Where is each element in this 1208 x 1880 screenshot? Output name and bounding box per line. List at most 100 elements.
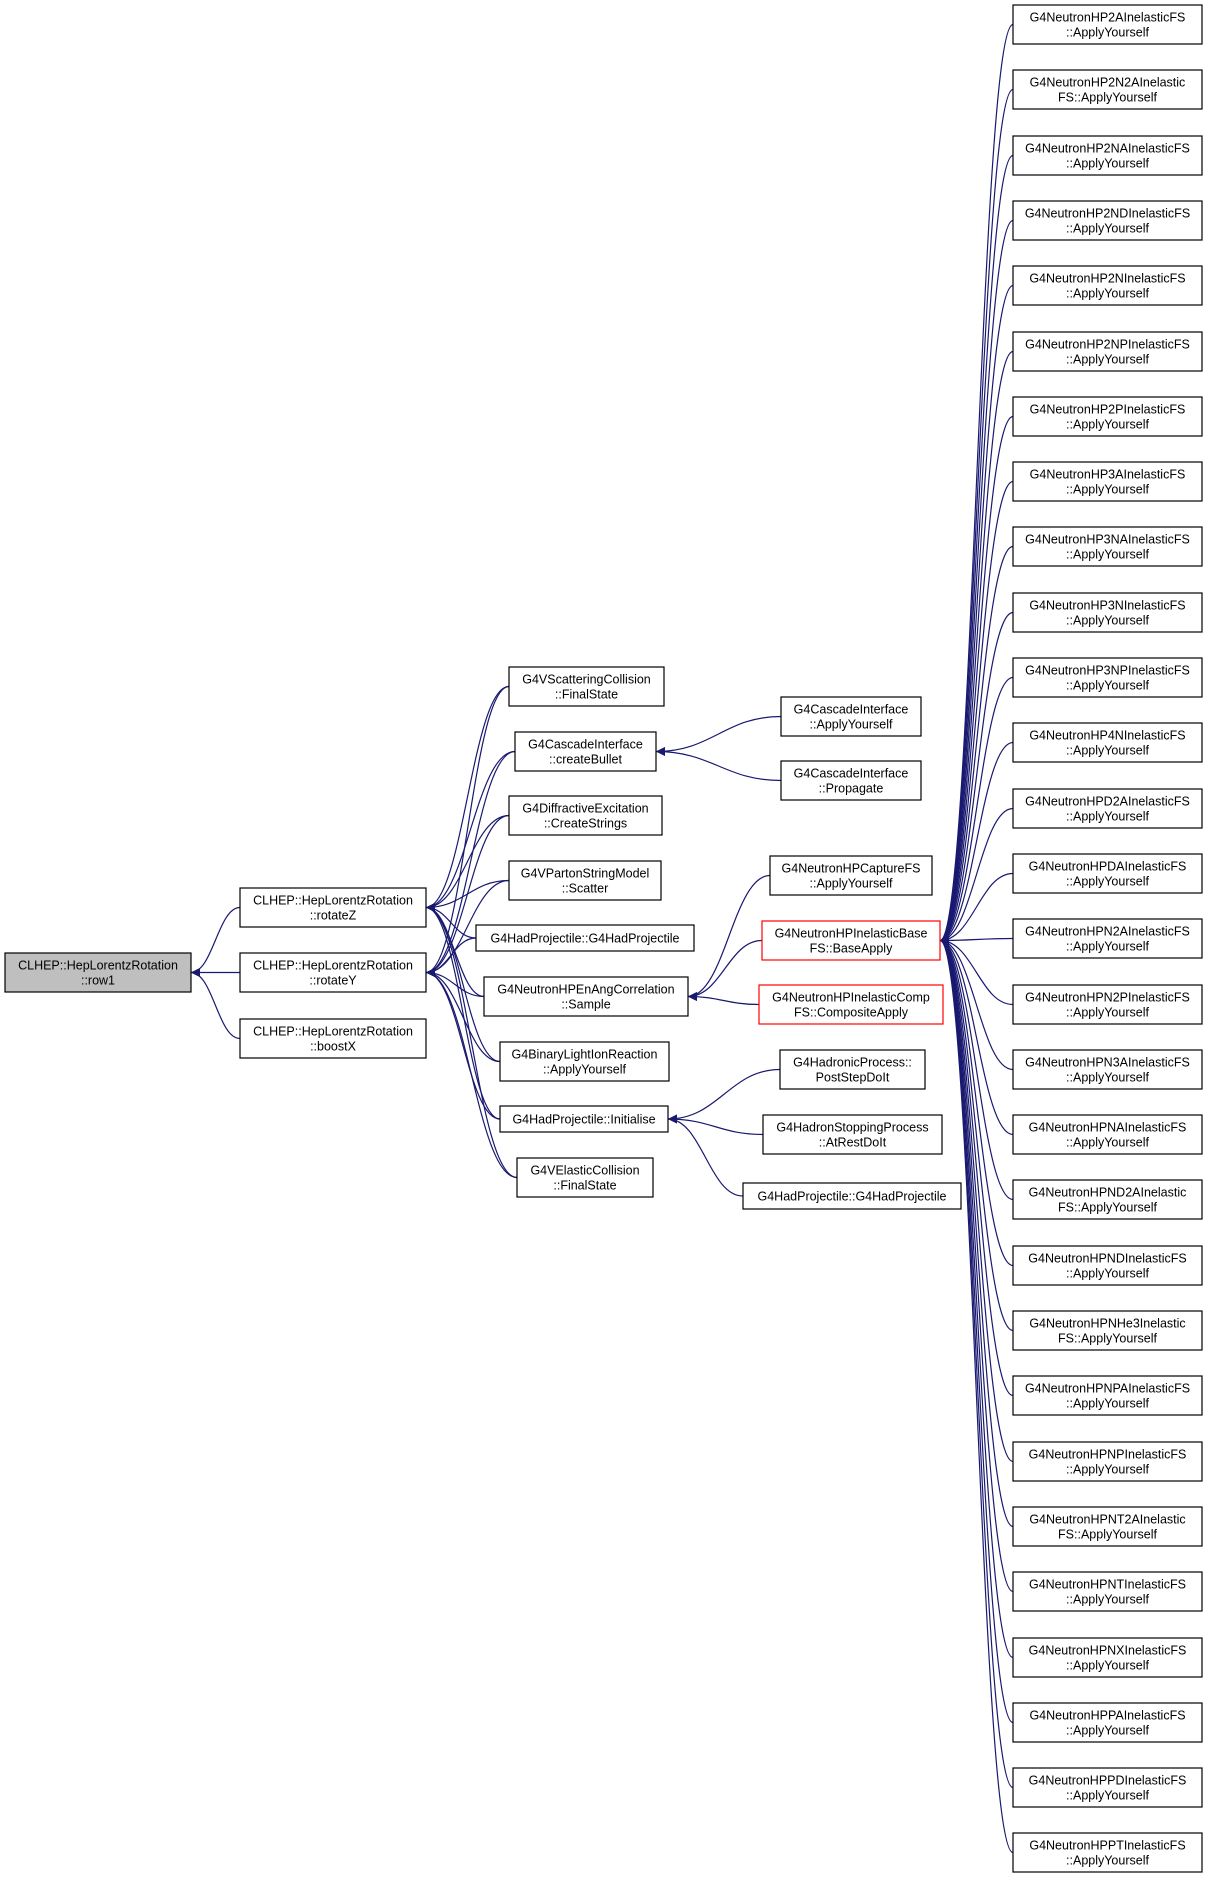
node-clhep-heplorentzrotation-row1[interactable]: CLHEP::HepLorentzRotation::row1 [4, 952, 192, 993]
node-g4neutronhppdinelasticfs-applyyourself[interactable]: G4NeutronHPPDInelasticFS::ApplyYourself [1012, 1767, 1203, 1808]
node-label-line: ::Sample [561, 998, 610, 1012]
node-g4cascadeinterface-propagate[interactable]: G4CascadeInterface::Propagate [780, 760, 922, 801]
edge-r28-to-baseApply [939, 936, 1014, 1854]
node-g4neutronhpn3ainelasticfs-applyyourself[interactable]: G4NeutronHPN3AInelasticFS::ApplyYourself [1012, 1049, 1203, 1090]
node-label-line: ::ApplyYourself [1066, 614, 1149, 628]
node-clhep-heplorentzrotation-rotatey[interactable]: CLHEP::HepLorentzRotation::rotateY [239, 952, 427, 993]
node-g4neutronhp2ndinelasticfs-applyyourself[interactable]: G4NeutronHP2NDInelasticFS::ApplyYourself [1012, 200, 1203, 241]
node-label-line: ::ApplyYourself [1066, 679, 1149, 693]
edge-rotateZ-to-row1 [190, 906, 241, 977]
node-label-line: G4NeutronHPPTInelasticFS [1029, 1839, 1185, 1853]
node-g4neutronhpndinelasticfs-applyyourself[interactable]: G4NeutronHPNDInelasticFS::ApplyYourself [1012, 1245, 1203, 1286]
edge-r24-to-baseApply [939, 936, 1014, 1593]
node-g4binarylightionreaction-applyyourself[interactable]: G4BinaryLightIonReaction::ApplyYourself [499, 1041, 670, 1082]
node-box [1012, 592, 1203, 633]
edge-r6-to-baseApply [939, 415, 1014, 945]
node-g4neutronhpn2ainelasticfs-applyyourself[interactable]: G4NeutronHPN2AInelasticFS::ApplyYourself [1012, 918, 1203, 959]
node-g4neutronhp3nainelasticfs-applyyourself[interactable]: G4NeutronHP3NAInelasticFS::ApplyYourself [1012, 526, 1203, 567]
edge-r20-to-baseApply [939, 936, 1014, 1332]
node-label-line: ::ApplyYourself [543, 1063, 626, 1077]
node-label-line: G4NeutronHPD2AInelasticFS [1025, 795, 1190, 809]
node-g4neutronhpnxinelasticfs-applyyourself[interactable]: G4NeutronHPNXInelasticFS::ApplyYourself [1012, 1637, 1203, 1678]
node-g4cascadeinterface-createbullet[interactable]: G4CascadeInterface::createBullet [514, 731, 657, 772]
node-g4neutronhp3npinelasticfs-applyyourself[interactable]: G4NeutronHP3NPInelasticFS::ApplyYourself [1012, 657, 1203, 698]
node-box [1012, 722, 1203, 763]
node-g4hadprojectile-initialise[interactable]: G4HadProjectile::Initialise [499, 1105, 669, 1133]
node-label-line: ::createBullet [549, 753, 622, 767]
node-g4velasticcollision-finalstate[interactable]: G4VElasticCollision::FinalState [516, 1157, 654, 1198]
node-g4neutronhppainelasticfs-applyyourself[interactable]: G4NeutronHPPAInelasticFS::ApplyYourself [1012, 1702, 1203, 1743]
node-box [508, 795, 663, 836]
node-clhep-heplorentzrotation-boostx[interactable]: CLHEP::HepLorentzRotation::boostX [239, 1018, 427, 1059]
node-g4cascadeinterface-applyyourself[interactable]: G4CascadeInterface::ApplyYourself [780, 696, 922, 737]
node-g4vpartonstringmodel-scatter[interactable]: G4VPartonStringModel::Scatter [508, 860, 662, 901]
edge-cascBullet-to-rotateZ [425, 750, 516, 912]
node-g4hadronicprocess-poststepdoit[interactable]: G4HadronicProcess::PostStepDoIt [779, 1049, 926, 1090]
node-g4neutronhpdainelasticfs-applyyourself[interactable]: G4NeutronHPDAInelasticFS::ApplyYourself [1012, 853, 1203, 894]
node-g4hadprojectile-g4hadprojectile[interactable]: G4HadProjectile::G4HadProjectile [742, 1182, 962, 1210]
node-g4vscatteringcollision-finalstate[interactable]: G4VScatteringCollision::FinalState [508, 666, 665, 707]
edge-vscatFinal-to-rotateY [425, 685, 510, 977]
edge-r10-to-baseApply [939, 676, 1014, 945]
node-g4neutronhpinelasticcomp-fs-compositeapply[interactable]: G4NeutronHPInelasticCompFS::CompositeApp… [758, 984, 944, 1025]
node-label-line: ::Propagate [819, 782, 884, 796]
node-label-line: FS::ApplyYourself [1058, 91, 1157, 105]
edge-baseApply-to-enAngSample [687, 939, 763, 1001]
node-g4neutronhp2ninelasticfs-applyyourself[interactable]: G4NeutronHP2NInelasticFS::ApplyYourself [1012, 265, 1203, 306]
node-g4hadprojectile-g4hadprojectile[interactable]: G4HadProjectile::G4HadProjectile [475, 924, 695, 952]
node-label-line: ::ApplyYourself [1066, 418, 1149, 432]
node-g4neutronhp3ninelasticfs-applyyourself[interactable]: G4NeutronHP3NInelasticFS::ApplyYourself [1012, 592, 1203, 633]
node-g4neutronhpenangcorrelation-sample[interactable]: G4NeutronHPEnAngCorrelation::Sample [483, 976, 689, 1017]
edge-r3-to-baseApply [939, 219, 1014, 945]
node-g4neutronhpnd2ainelastic-fs-applyyourself[interactable]: G4NeutronHPND2AInelasticFS::ApplyYoursel… [1012, 1179, 1203, 1220]
node-clhep-heplorentzrotation-rotatez[interactable]: CLHEP::HepLorentzRotation::rotateZ [239, 887, 427, 928]
node-g4neutronhp4ninelasticfs-applyyourself[interactable]: G4NeutronHP4NInelasticFS::ApplyYourself [1012, 722, 1203, 763]
node-label-line: G4NeutronHPNPInelasticFS [1029, 1448, 1187, 1462]
node-g4neutronhpnhe3inelastic-fs-applyyourself[interactable]: G4NeutronHPNHe3InelasticFS::ApplyYoursel… [1012, 1310, 1203, 1351]
node-label-line: G4NeutronHP3AInelasticFS [1030, 468, 1186, 482]
edge-r26-to-baseApply [939, 936, 1014, 1724]
node-box [1012, 1245, 1203, 1286]
node-label-line: ::boostX [310, 1040, 357, 1054]
node-g4neutronhpptinelasticfs-applyyourself[interactable]: G4NeutronHPPTInelasticFS::ApplyYourself [1012, 1832, 1203, 1873]
node-label-line: G4NeutronHPNHe3Inelastic [1029, 1317, 1185, 1331]
node-g4hadronstoppingprocess-atrestdoit[interactable]: G4HadronStoppingProcess::AtRestDoIt [762, 1114, 943, 1155]
node-label-line: G4NeutronHPPDInelasticFS [1029, 1774, 1187, 1788]
node-label-line: ::ApplyYourself [1066, 287, 1149, 301]
node-g4neutronhp2npinelasticfs-applyyourself[interactable]: G4NeutronHP2NPInelasticFS::ApplyYourself [1012, 331, 1203, 372]
node-g4neutronhpntinelasticfs-applyyourself[interactable]: G4NeutronHPNTInelasticFS::ApplyYourself [1012, 1571, 1203, 1612]
node-box [1012, 461, 1203, 502]
node-g4neutronhpnt2ainelastic-fs-applyyourself[interactable]: G4NeutronHPNT2AInelasticFS::ApplyYoursel… [1012, 1506, 1203, 1547]
node-g4neutronhpd2ainelasticfs-applyyourself[interactable]: G4NeutronHPD2AInelasticFS::ApplyYourself [1012, 788, 1203, 829]
edge-compApply-to-enAngSample [687, 992, 760, 1006]
node-box [1012, 853, 1203, 894]
node-g4neutronhpnainelasticfs-applyyourself[interactable]: G4NeutronHPNAInelasticFS::ApplyYourself [1012, 1114, 1203, 1155]
node-g4neutronhp2n2ainelastic-fs-applyyourself[interactable]: G4NeutronHP2N2AInelasticFS::ApplyYoursel… [1012, 69, 1203, 110]
edge-r0-to-baseApply [939, 23, 1014, 945]
node-g4neutronhpnpinelasticfs-applyyourself[interactable]: G4NeutronHPNPInelasticFS::ApplyYourself [1012, 1441, 1203, 1482]
node-box [1012, 1114, 1203, 1155]
edge-enAngSample-to-rotateZ [425, 903, 485, 998]
node-box [1012, 1179, 1203, 1220]
node-label-line: ::ApplyYourself [1066, 1593, 1149, 1607]
node-box [1012, 1637, 1203, 1678]
node-g4neutronhpn2pinelasticfs-applyyourself[interactable]: G4NeutronHPN2PInelasticFS::ApplyYourself [1012, 984, 1203, 1025]
node-label-line: G4NeutronHP2NAInelasticFS [1025, 142, 1190, 156]
node-g4neutronhp3ainelasticfs-applyyourself[interactable]: G4NeutronHP3AInelasticFS::ApplyYourself [1012, 461, 1203, 502]
node-g4neutronhpcapturefs-applyyourself[interactable]: G4NeutronHPCaptureFS::ApplyYourself [769, 855, 933, 896]
node-label-line: ::ApplyYourself [1066, 1267, 1149, 1281]
node-label-line: G4NeutronHPInelasticComp [772, 991, 930, 1005]
node-g4diffractiveexcitation-createstrings[interactable]: G4DiffractiveExcitation::CreateStrings [508, 795, 663, 836]
node-label-line: G4VPartonStringModel [521, 867, 650, 881]
node-g4neutronhp2nainelasticfs-applyyourself[interactable]: G4NeutronHP2NAInelasticFS::ApplyYourself [1012, 135, 1203, 176]
node-g4neutronhp2pinelasticfs-applyyourself[interactable]: G4NeutronHP2PInelasticFS::ApplyYourself [1012, 396, 1203, 437]
node-label-line: G4HadronicProcess:: [793, 1056, 912, 1070]
node-label-line: G4NeutronHPDAInelasticFS [1029, 860, 1187, 874]
edge-r16-to-baseApply [939, 936, 1014, 1071]
node-g4neutronhpnpainelasticfs-applyyourself[interactable]: G4NeutronHPNPAInelasticFS::ApplyYourself [1012, 1375, 1203, 1416]
node-label-line: G4NeutronHP3NPInelasticFS [1025, 664, 1190, 678]
edge-r18-to-baseApply [939, 936, 1014, 1201]
node-g4neutronhp2ainelasticfs-applyyourself[interactable]: G4NeutronHP2AInelasticFS::ApplyYourself [1012, 4, 1203, 45]
node-label-line: ::ApplyYourself [1066, 548, 1149, 562]
